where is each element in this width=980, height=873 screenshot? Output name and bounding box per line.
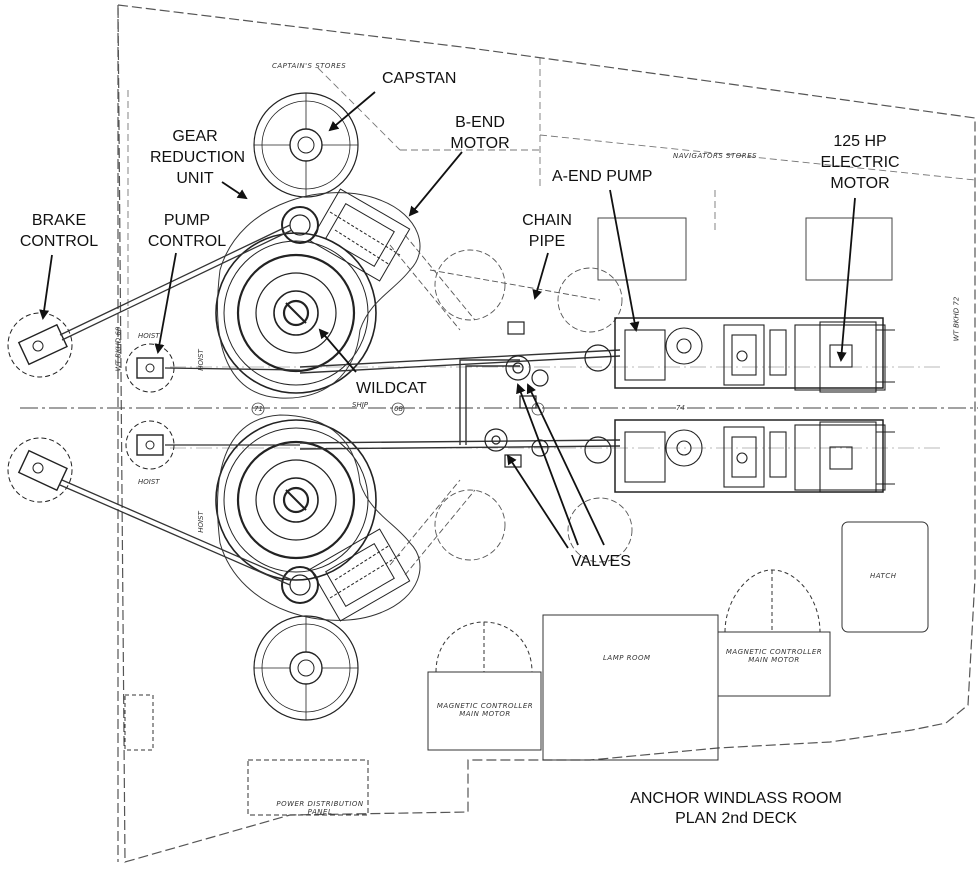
upper-b-end-motor xyxy=(281,188,411,282)
title-line-1: ANCHOR WINDLASS ROOM xyxy=(630,790,842,807)
bulkhead-right-mark: WT BKHD 72 xyxy=(952,296,961,342)
gear-reduction-line-2: REDUCTION xyxy=(150,149,246,166)
pump-control-line-1: PUMP xyxy=(163,212,211,229)
lower-b-end-motor xyxy=(281,528,411,622)
gear-reduction-unit-label: GEAR REDUCTION UNIT xyxy=(150,126,246,189)
bulkhead-left-mark: WT BKHD 68 xyxy=(114,326,123,372)
a-end-pump-label: A-END PUMP xyxy=(552,168,653,185)
valve-assemblies xyxy=(484,321,612,468)
valves-label: VALVES xyxy=(571,553,631,570)
hoist-mark-1: HOIST xyxy=(138,332,160,340)
pump-control-line-2: CONTROL xyxy=(147,233,227,250)
control-stands xyxy=(7,312,175,503)
wildcat-housings xyxy=(217,192,421,621)
wildcat-label: WILDCAT xyxy=(356,380,427,397)
navigators-stores-label: NAVIGATORS STORES xyxy=(673,152,758,160)
drawing-title: ANCHOR WINDLASS ROOM PLAN 2nd DECK xyxy=(606,789,866,829)
chain-pipe-line-1: CHAIN xyxy=(522,212,572,229)
stores-fixtures xyxy=(597,217,893,281)
hydraulic-piping xyxy=(299,349,621,450)
pdp-line-1: POWER DISTRIBUTION xyxy=(276,800,364,808)
chain-pipe-line-2: PIPE xyxy=(528,233,566,250)
gear-reduction-line-3: UNIT xyxy=(176,170,214,187)
capstan-label: CAPSTAN xyxy=(382,70,457,87)
upper-pump-motor-skid xyxy=(614,317,895,393)
brake-line-2: CONTROL xyxy=(19,233,99,250)
motor-line-3: MOTOR xyxy=(830,175,890,192)
frame-68-mark: 68 xyxy=(394,405,403,413)
lower-pump-motor-skid xyxy=(614,419,895,493)
chain-pipe-label: CHAIN PIPE xyxy=(512,210,582,252)
callout-arrows xyxy=(39,91,856,549)
b-end-motor-label: B-END MOTOR xyxy=(440,112,520,154)
motor-line-1: 125 HP xyxy=(833,133,887,150)
captains-stores-label: CAPTAIN'S STORES xyxy=(272,62,347,70)
mc-right-line-1: MAGNETIC CONTROLLER xyxy=(725,648,823,656)
mc-left-line-1: MAGNETIC CONTROLLER xyxy=(436,702,534,710)
frame-71-mark: 71 xyxy=(254,405,263,413)
frame-markers xyxy=(251,402,545,416)
pdp-line-2: PANEL xyxy=(307,808,333,816)
inner-partitions xyxy=(127,58,976,340)
lower-rooms xyxy=(124,521,929,816)
b-end-line-2: MOTOR xyxy=(450,135,510,152)
room-outline xyxy=(117,4,976,863)
b-end-line-1: B-END xyxy=(455,114,505,131)
magnetic-controller-right-label: MAGNETIC CONTROLLER MAIN MOTOR xyxy=(722,648,826,664)
hatch-label: HATCH xyxy=(870,572,897,580)
hoist-mark-2: HOIST xyxy=(196,349,205,371)
upper-wildcat xyxy=(215,232,377,394)
hoist-mark-4: HOIST xyxy=(196,511,205,533)
ship-mark: SHIP xyxy=(352,401,368,409)
control-linkages xyxy=(59,224,301,586)
chain-pipes xyxy=(389,234,633,576)
mc-left-line-2: MAIN MOTOR xyxy=(459,710,511,718)
magnetic-controller-left-label: MAGNETIC CONTROLLER MAIN MOTOR xyxy=(432,702,538,718)
hoist-mark-3: HOIST xyxy=(138,478,160,486)
title-line-2: PLAN 2nd DECK xyxy=(675,810,797,827)
brake-control-label: BRAKE CONTROL xyxy=(14,210,104,252)
pump-control-label: PUMP CONTROL xyxy=(142,210,232,252)
mc-right-line-2: MAIN MOTOR xyxy=(748,656,800,664)
lower-capstan xyxy=(253,615,359,721)
brake-line-1: BRAKE xyxy=(31,212,87,229)
upper-capstan xyxy=(253,92,359,198)
electric-motor-label: 125 HP ELECTRIC MOTOR xyxy=(810,131,910,194)
gear-reduction-line-1: GEAR xyxy=(172,128,218,145)
motor-line-2: ELECTRIC xyxy=(820,154,900,171)
frame-74-mark: 74 xyxy=(676,404,685,412)
power-distribution-panel-label: POWER DISTRIBUTION PANEL xyxy=(270,800,370,816)
lamp-room-label: LAMP ROOM xyxy=(603,654,651,662)
